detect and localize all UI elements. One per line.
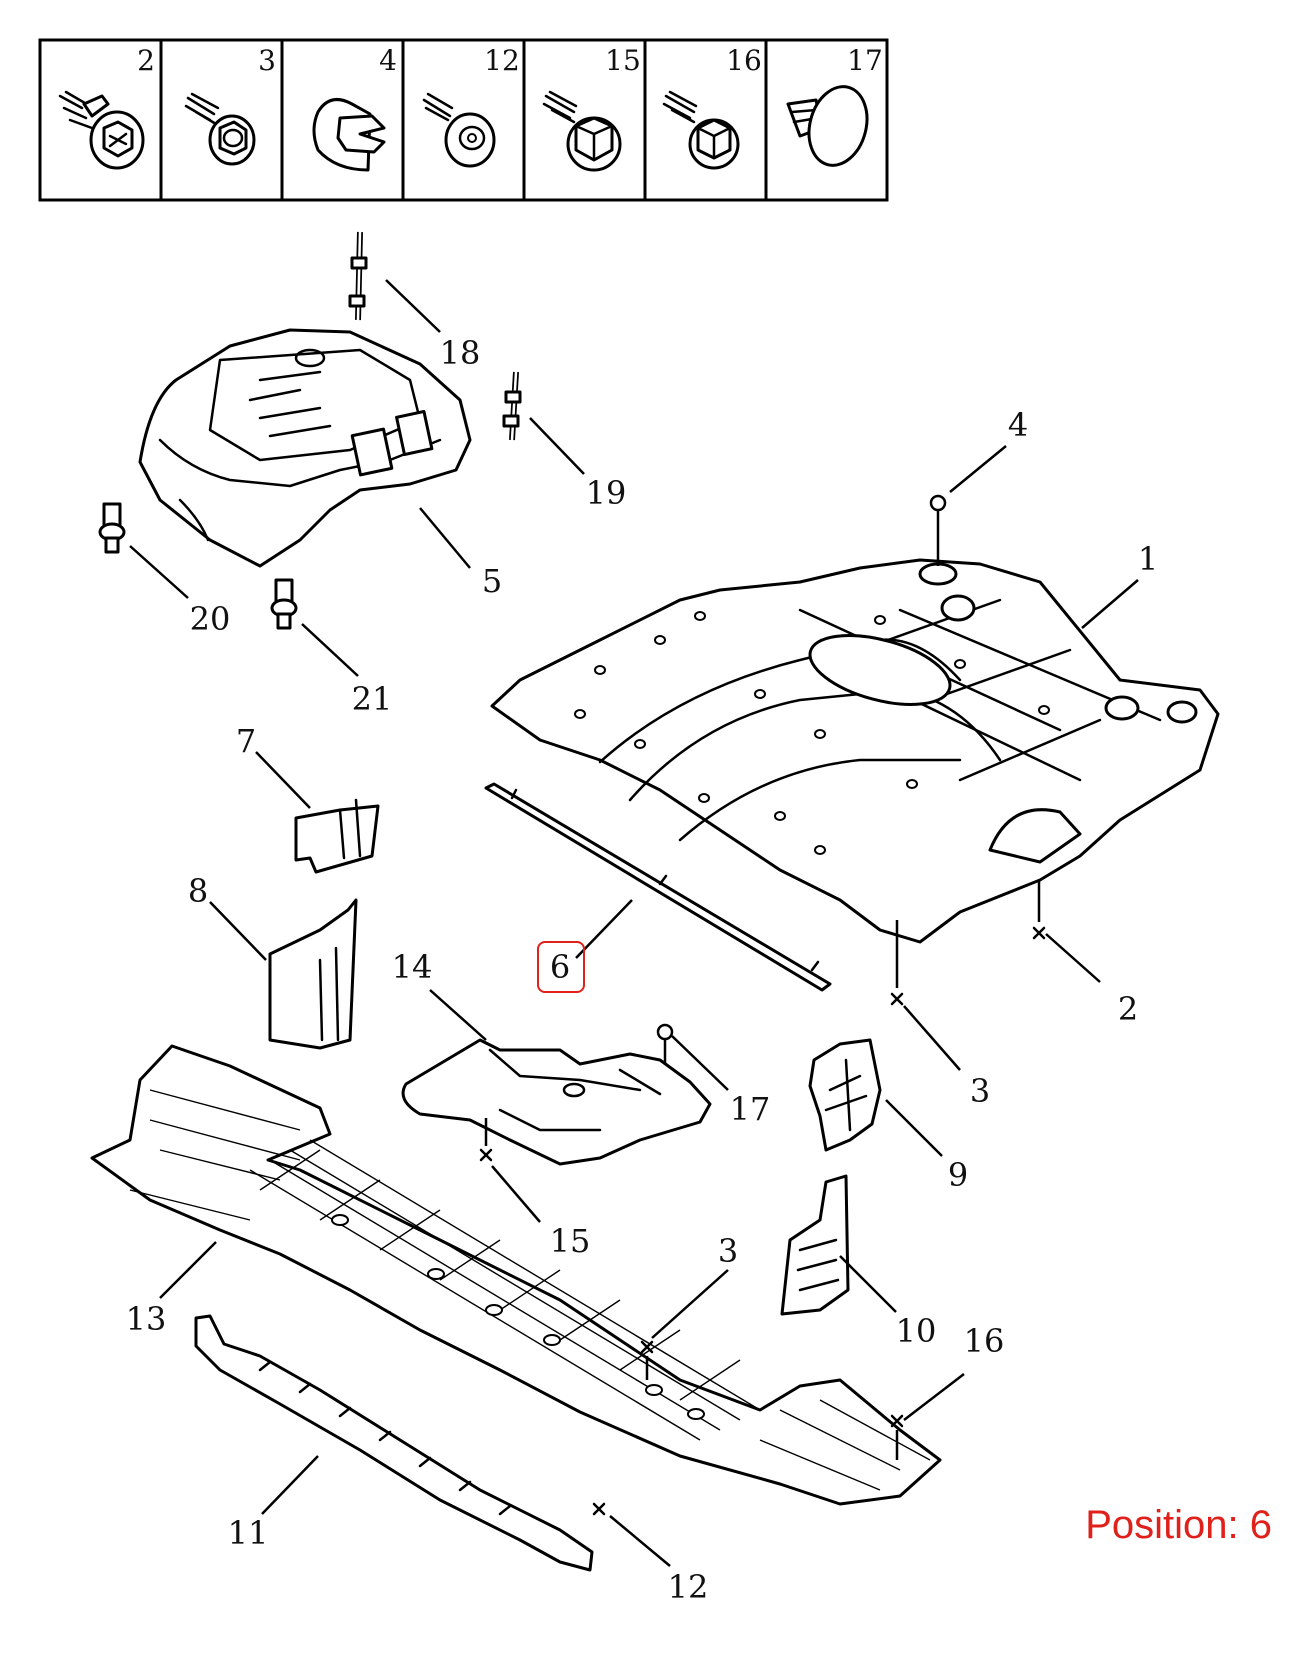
socket-head-screw-icon[interactable] (422, 92, 496, 168)
callout-12[interactable]: 12 (668, 1568, 709, 1606)
header-number-4: 4 (379, 44, 397, 77)
stud-bolt-part-18[interactable] (348, 231, 368, 321)
position-label: Position: 6 (1085, 1503, 1272, 1547)
callout-14[interactable]: 14 (392, 948, 433, 986)
callout-6[interactable]: 6 (550, 948, 570, 986)
bracket-part-7[interactable] (294, 798, 380, 874)
callout-7[interactable]: 7 (236, 722, 256, 760)
mount-bolt-part-21[interactable] (270, 578, 298, 630)
bracket-part-14[interactable] (401, 1038, 712, 1166)
seal-strip-part-6[interactable] (484, 782, 832, 992)
callout-16[interactable]: 16 (964, 1322, 1005, 1360)
callout-17[interactable]: 17 (730, 1090, 771, 1128)
header-number-15: 15 (605, 44, 641, 77)
callout-19[interactable]: 19 (586, 474, 627, 512)
leader-lines (129, 279, 1139, 1567)
header-number-12: 12 (484, 44, 520, 77)
callout-3-front[interactable]: 3 (718, 1232, 738, 1270)
hex-flange-screw-icon[interactable] (184, 92, 256, 166)
lower-strip-part-11[interactable] (194, 1314, 594, 1572)
callout-13[interactable]: 13 (126, 1300, 167, 1338)
callout-3-shield[interactable]: 3 (970, 1072, 990, 1110)
callout-9[interactable]: 9 (948, 1156, 968, 1194)
fastener-markers (479, 494, 1046, 1516)
mount-bolt-part-20[interactable] (98, 502, 126, 554)
spring-nut-clip-icon[interactable] (312, 98, 386, 172)
header-number-16: 16 (726, 44, 762, 77)
callout-numbers: 1 2 3 4 5 6 7 8 9 10 11 12 13 14 15 16 1… (126, 334, 1159, 1606)
push-rivet-clip-icon[interactable] (786, 80, 875, 172)
front-panel-mesh (129, 1089, 931, 1491)
callout-8[interactable]: 8 (188, 872, 208, 910)
callout-21[interactable]: 21 (352, 680, 393, 718)
underbody-shield-part-1[interactable] (490, 558, 1220, 944)
callout-2-shield[interactable]: 2 (1118, 990, 1138, 1028)
header-number-3: 3 (258, 44, 276, 77)
hex-flange-bolt-icon[interactable] (662, 90, 740, 170)
callout-20[interactable]: 20 (190, 600, 231, 638)
header-number-17: 17 (847, 44, 883, 77)
header-number-2: 2 (137, 44, 155, 77)
engine-cover-part-5[interactable] (138, 328, 472, 568)
stud-bolt-part-19[interactable] (502, 371, 522, 441)
callout-18[interactable]: 18 (440, 334, 481, 372)
bracket-part-8[interactable] (268, 898, 358, 1050)
selected-callout-highlight (537, 941, 585, 993)
callout-1[interactable]: 1 (1138, 540, 1158, 578)
fastener-header-table: 2 3 4 12 15 16 17 (38, 38, 889, 202)
callout-11[interactable]: 11 (228, 1514, 269, 1552)
callout-4[interactable]: 4 (1008, 406, 1028, 444)
hex-head-screw-icon[interactable] (542, 90, 622, 172)
bracket-part-10[interactable] (780, 1174, 850, 1316)
callout-5[interactable]: 5 (482, 562, 502, 600)
front-panel-part-13[interactable] (90, 1044, 942, 1506)
callout-10[interactable]: 10 (896, 1312, 937, 1350)
self-tapping-screw-with-washer-icon[interactable] (58, 90, 145, 170)
bracket-part-9[interactable] (808, 1038, 882, 1152)
callout-15[interactable]: 15 (550, 1222, 591, 1260)
